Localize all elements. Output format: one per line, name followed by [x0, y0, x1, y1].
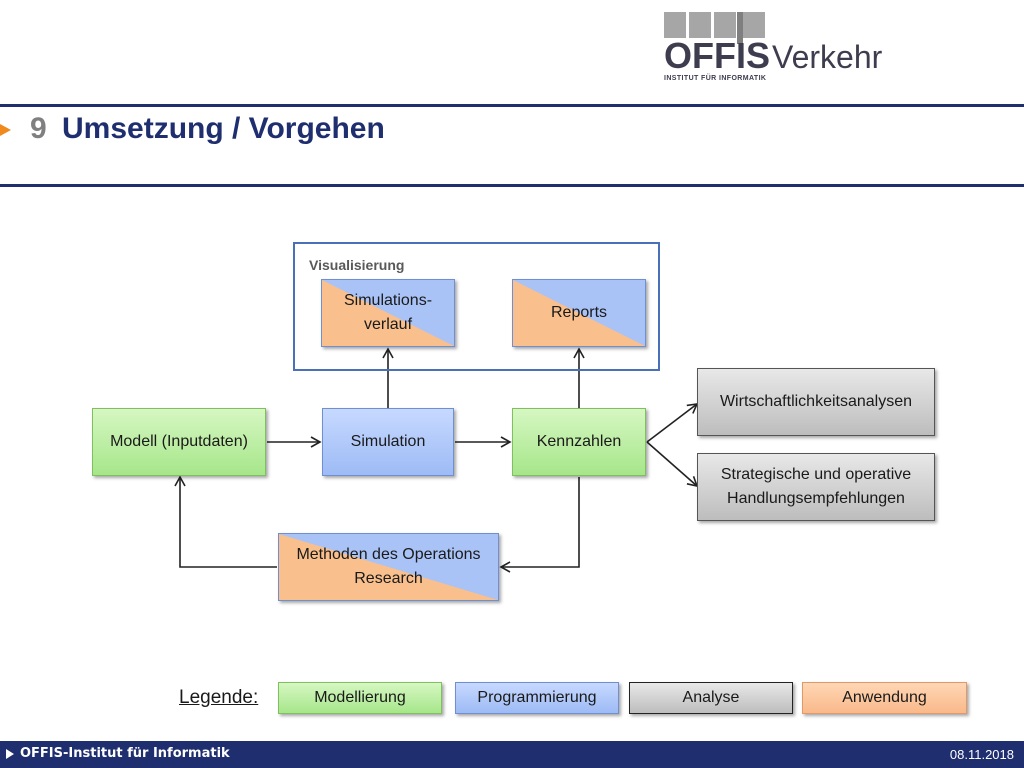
logo-division: Verkehr	[772, 39, 883, 75]
logo-subtitle: INSTITUT FÜR INFORMATIK	[664, 75, 767, 82]
box-methoden-label: Methoden des Operations Research	[296, 546, 481, 587]
box-kennzahlen: Kennzahlen	[512, 408, 646, 476]
box-wirtschaftlichkeitsanalysen-label: Wirtschaftlichkeitsanalysen	[719, 393, 913, 410]
legend-item-analyse: Analyse	[629, 682, 793, 714]
legend-label: Legende:	[179, 687, 259, 708]
box-modell-label: Modell (Inputdaten)	[110, 433, 248, 450]
legend-item-label: Analyse	[682, 689, 740, 706]
footer-date: 08.11.2018	[949, 747, 1014, 762]
legend-item-label: Modellierung	[314, 689, 406, 706]
footer-bullet-icon	[6, 749, 14, 759]
legend-item-modellierung: Modellierung	[278, 682, 442, 714]
legend-item-label: Anwendung	[842, 689, 927, 706]
box-simulation: Simulation	[322, 408, 454, 476]
box-reports-label: Reports	[550, 304, 608, 321]
arrow-methoden-to-modell	[174, 475, 277, 568]
offis-logo: OFFIS Verkehr INSTITUT FÜR INFORMATIK	[664, 12, 904, 84]
visualization-group	[293, 242, 660, 371]
box-handlungsempfehlungen-label: Strategische und operative Handlungsempf…	[720, 466, 912, 507]
box-methoden-operations-research: Methoden des Operations Research	[278, 533, 499, 601]
box-modell: Modell (Inputdaten)	[92, 408, 266, 476]
legend-item-programmierung: Programmierung	[455, 682, 619, 714]
box-handlungsempfehlungen: Strategische und operative Handlungsempf…	[697, 453, 935, 521]
title-number: 9	[30, 112, 47, 145]
legend-item-anwendung: Anwendung	[802, 682, 967, 714]
footer-bar: OFFIS-Institut für Informatik 08.11.2018	[0, 741, 1024, 768]
box-reports: Reports	[512, 279, 646, 347]
box-simulationsverlauf: Simulations- verlauf	[321, 279, 455, 347]
visualization-group-label: Visualisierung	[309, 257, 405, 273]
box-simulation-label: Simulation	[350, 433, 426, 450]
legend-item-label: Programmierung	[477, 689, 597, 706]
logo-brand: OFFIS	[664, 35, 770, 76]
title-bottom-rule	[0, 184, 1024, 187]
title-top-rule	[0, 104, 1024, 107]
arrow-kennzahlen-to-wirtschaftlichkeit	[646, 403, 699, 443]
arrow-kennzahlen-to-strategisch	[646, 441, 699, 488]
title-bullet-icon	[0, 124, 11, 136]
footer-organization: OFFIS-Institut für Informatik	[20, 746, 230, 761]
box-simulationsverlauf-label: Simulations- verlauf	[343, 292, 433, 333]
box-kennzahlen-label: Kennzahlen	[536, 433, 622, 450]
arrow-kennzahlen-to-methoden	[499, 477, 580, 573]
box-wirtschaftlichkeitsanalysen: Wirtschaftlichkeitsanalysen	[697, 368, 935, 436]
page-title: Umsetzung / Vorgehen	[62, 112, 385, 145]
